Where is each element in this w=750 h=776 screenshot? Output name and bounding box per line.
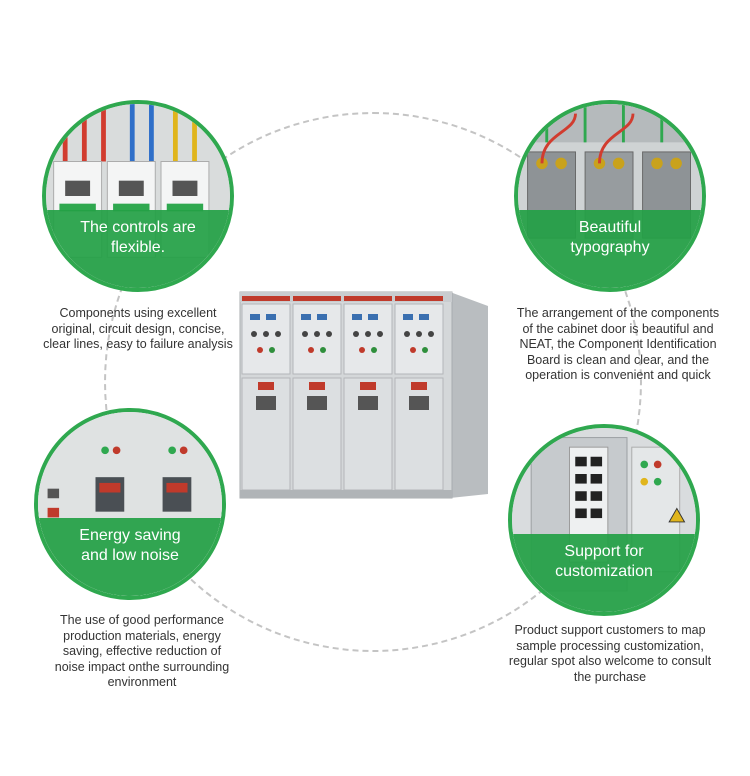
- feature-bubble-energy: Energy saving and low noise: [34, 408, 226, 600]
- switchgear-cabinet-photo: [230, 284, 490, 504]
- feature-title: Beautiful typography: [518, 210, 702, 288]
- feature-bubble-typography: Beautiful typography: [514, 100, 706, 292]
- feature-bubble-controls: The controls are flexible.: [42, 100, 234, 292]
- feature-title: Support for customization: [512, 534, 696, 612]
- feature-caption: Product support customers to map sample …: [508, 623, 712, 684]
- feature-caption: Components using excellent original, cir…: [43, 306, 233, 351]
- feature-bubble-customization: Support for customization: [508, 424, 700, 616]
- feature-title: The controls are flexible.: [46, 210, 230, 288]
- dashed-circle-decoration: [104, 112, 642, 652]
- feature-caption: The arrangement of the components of the…: [516, 306, 720, 382]
- feature-caption: The use of good performance production m…: [54, 613, 230, 689]
- feature-title: Energy saving and low noise: [38, 518, 222, 596]
